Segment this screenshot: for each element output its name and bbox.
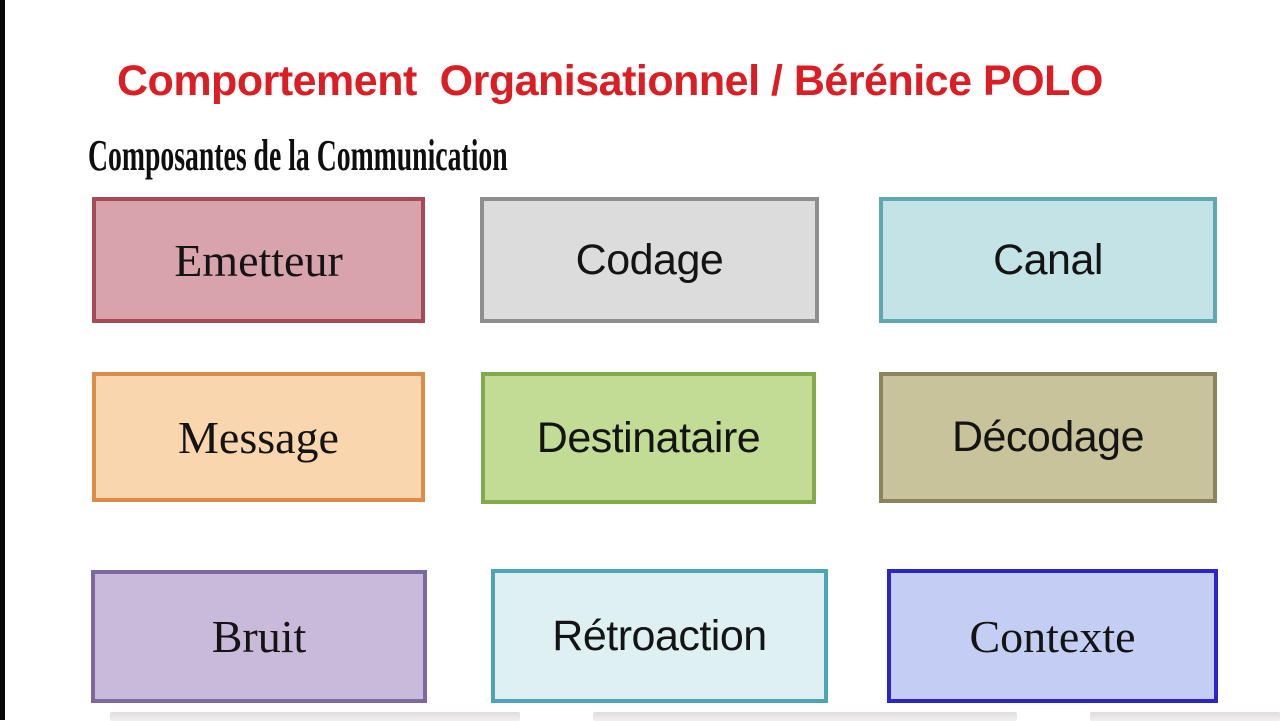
button-retroaction[interactable]: Rétroaction bbox=[491, 569, 828, 703]
button-codage[interactable]: Codage bbox=[480, 197, 819, 323]
button-emetteur[interactable]: Emetteur bbox=[92, 197, 425, 323]
button-shadow bbox=[110, 712, 520, 721]
button-label: Contexte bbox=[969, 610, 1136, 662]
button-label: Emetteur bbox=[174, 234, 343, 286]
button-decodage[interactable]: Décodage bbox=[879, 372, 1217, 503]
button-label: Canal bbox=[993, 235, 1103, 284]
button-face: Codage bbox=[482, 199, 817, 321]
button-contexte[interactable]: Contexte bbox=[887, 569, 1218, 703]
button-face: Destinataire bbox=[483, 374, 814, 502]
button-bruit[interactable]: Bruit bbox=[91, 570, 427, 703]
button-label: Décodage bbox=[951, 413, 1145, 461]
button-face: Bruit bbox=[93, 572, 425, 701]
button-label: Bruit bbox=[211, 611, 307, 662]
slide-subtitle: Composantes de la Communication bbox=[88, 131, 508, 180]
button-label: Destinataire bbox=[536, 413, 761, 462]
button-message[interactable]: Message bbox=[92, 372, 425, 502]
button-face: Contexte bbox=[889, 571, 1216, 701]
screen-edge-bar bbox=[0, 0, 5, 720]
button-label: Codage bbox=[575, 235, 724, 284]
button-canal[interactable]: Canal bbox=[879, 197, 1217, 323]
button-face: Message bbox=[94, 374, 423, 500]
slide-title: Comportement Organisationnel / Bérénice … bbox=[117, 57, 1103, 105]
button-face: Emetteur bbox=[94, 199, 423, 321]
button-face: Décodage bbox=[881, 374, 1215, 501]
button-shadow bbox=[1090, 712, 1280, 721]
button-shadow bbox=[593, 712, 1017, 721]
button-destinataire[interactable]: Destinataire bbox=[481, 372, 816, 504]
button-face: Rétroaction bbox=[493, 571, 826, 701]
button-label: Rétroaction bbox=[552, 611, 767, 660]
button-label: Message bbox=[178, 411, 339, 463]
button-face: Canal bbox=[881, 199, 1215, 321]
